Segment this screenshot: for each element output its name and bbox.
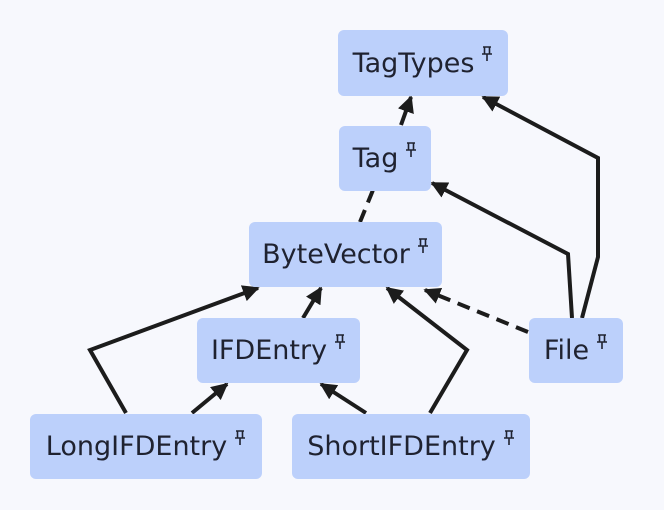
pin-icon[interactable] [334,333,346,350]
edge-file-to-tag [430,181,574,319]
node-file[interactable]: File [529,318,623,383]
node-longifdentry[interactable]: LongIFDEntry [30,414,262,479]
node-label: LongIFDEntry [45,431,228,462]
pin-icon[interactable] [503,429,515,446]
pin-icon[interactable] [405,141,417,158]
pin-icon[interactable] [481,46,493,62]
node-shortifdentry[interactable]: ShortIFDEntry [292,414,530,479]
edge-longifdentry-to-bytevector [87,285,260,414]
edge-file-to-bytevector [423,287,529,334]
edge-shortifdentry-to-bytevector [385,286,470,415]
node-label: Tag [352,143,399,174]
edge-ifdentry-to-bytevector [301,286,323,320]
node-label: ByteVector [262,239,410,270]
node-label: IFDEntry [210,335,328,366]
pin-icon[interactable] [417,237,429,254]
node-tagtypes[interactable]: TagTypes [338,30,508,96]
node-tag[interactable]: Tag [339,126,431,191]
pin-icon[interactable] [234,429,246,446]
node-label: ShortIFDEntry [307,431,496,462]
node-bytevector[interactable]: ByteVector [249,222,442,287]
edge-longifdentry-to-ifdentry [190,382,229,415]
edge-tag-to-tagtypes [398,95,414,126]
edge-bytevector-to-tag [358,189,375,223]
node-label: File [543,335,590,366]
pin-icon[interactable] [596,333,608,350]
node-ifdentry[interactable]: IFDEntry [197,318,360,383]
edge-file-to-tagtypes [481,95,600,319]
node-label: TagTypes [352,47,475,79]
edge-shortifdentry-to-ifdentry [319,382,368,415]
